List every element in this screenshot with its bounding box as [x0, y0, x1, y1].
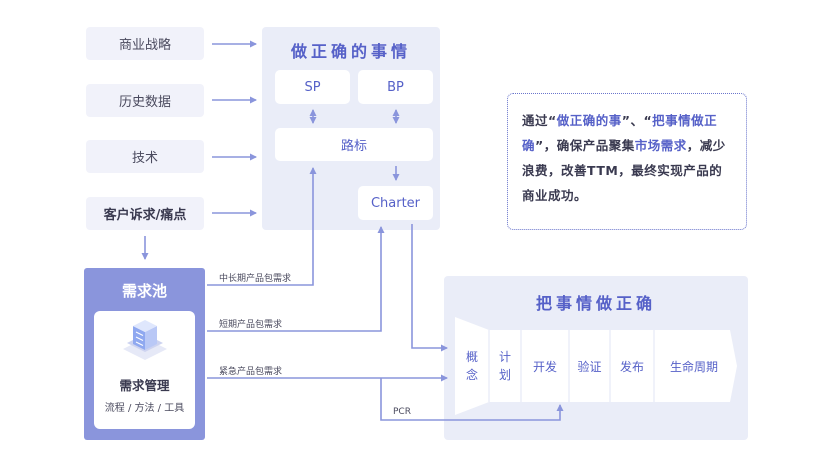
do-things-right-title: 把事情做正确 — [535, 294, 656, 313]
server-stack-icon — [123, 320, 167, 360]
note-highlight: 市场需求 — [634, 138, 687, 153]
note-text: 通过“ — [522, 113, 557, 128]
stage-label: 计划 — [499, 350, 512, 382]
demand-management-title: 需求管理 — [119, 378, 170, 393]
bp-label: BP — [387, 79, 404, 95]
input-label: 历史数据 — [118, 95, 171, 110]
stage-develop: 开发 — [521, 330, 569, 402]
input-label: 客户诉求/痛点 — [103, 208, 187, 223]
input-technology: 技术 — [86, 140, 204, 173]
bp-box: BP — [358, 70, 433, 104]
roadmap-label: 路标 — [340, 139, 367, 154]
input-label: 商业战略 — [118, 38, 171, 53]
lifecycle-stages-shape — [455, 317, 737, 415]
stage-label: 概念 — [466, 350, 479, 382]
flow-mid-long — [207, 167, 317, 286]
demand-management-sub: 流程 / 方法 / 工具 — [104, 403, 185, 414]
stage-label: 验证 — [577, 359, 602, 374]
stage-verify: 验证 — [569, 330, 610, 402]
stage-plan: 计划 — [494, 340, 516, 392]
demand-pool-title: 需求池 — [121, 282, 167, 300]
flow-label-pcr: PCR — [393, 407, 411, 417]
note-text: ，减少浪费，改善TTM，最终实现产品的商业成功。 — [522, 138, 726, 203]
input-label: 技术 — [131, 151, 158, 166]
stage-label: 发布 — [619, 359, 644, 374]
note-text: ”、“ — [621, 113, 653, 128]
flow-label-short: 短期产品包需求 — [219, 320, 283, 330]
input-business-strategy: 商业战略 — [86, 27, 204, 60]
input-history-data: 历史数据 — [86, 84, 204, 117]
charter-label: Charter — [370, 195, 421, 211]
roadmap-box: 路标 — [275, 128, 433, 161]
flow-label-mid-long: 中长期产品包需求 — [219, 274, 292, 284]
stage-label: 生命周期 — [669, 359, 718, 374]
note-highlight: 把事情做正确 — [522, 113, 718, 153]
summary-note: 通过“做正确的事”、“把事情做正确”，确保产品聚集市场需求，减少浪费，改善TTM… — [507, 93, 747, 230]
sp-box: SP — [275, 70, 350, 104]
flow-short — [207, 226, 385, 332]
sp-label: SP — [304, 79, 321, 95]
note-text: ”，确保产品聚集 — [535, 138, 635, 153]
flow-pcr — [380, 378, 564, 421]
charter-box: Charter — [358, 186, 433, 220]
stage-release: 发布 — [610, 330, 654, 402]
flow-label-urgent: 紧急产品包需求 — [219, 367, 283, 377]
input-customer-pain: 客户诉求/痛点 — [86, 197, 204, 230]
stage-lifecycle: 生命周期 — [654, 330, 734, 402]
note-highlight: 做正确的事 — [556, 113, 622, 128]
stage-label: 开发 — [532, 359, 557, 374]
stage-concept: 概念 — [461, 340, 483, 392]
do-right-things-title: 做正确的事情 — [290, 42, 411, 61]
flow-charter-concept — [411, 224, 448, 352]
